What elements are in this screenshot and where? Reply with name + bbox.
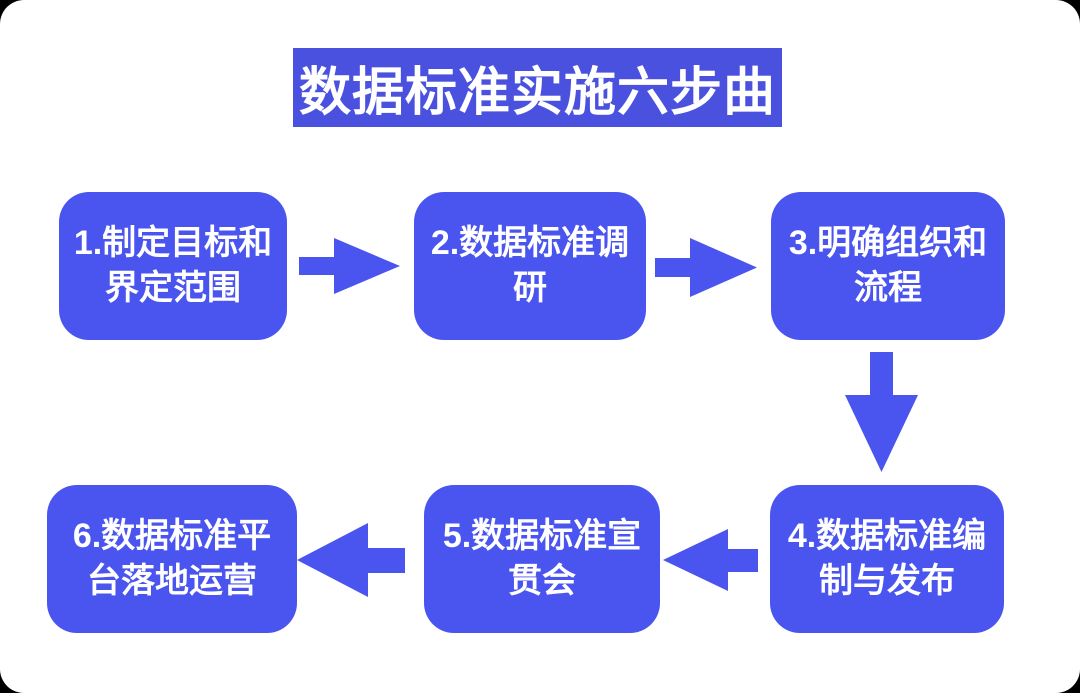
arrow-right-icon xyxy=(655,238,757,297)
step-1-line-2: 界定范围 xyxy=(105,269,241,307)
arrow-left-icon xyxy=(297,523,405,597)
step-4-line-1: 4.数据标准编 xyxy=(787,517,987,555)
diagram-title: 数据标准实施六步曲 xyxy=(293,48,782,127)
arrow-left-icon xyxy=(663,529,758,591)
step-3-line-2: 流程 xyxy=(854,269,922,307)
step-box-1: 1.制定目标和 界定范围 xyxy=(59,192,287,340)
step-box-3: 3.明确组织和 流程 xyxy=(771,192,1005,340)
step-2-line-1: 2.数据标准调 xyxy=(430,224,630,262)
step-box-6: 6.数据标准平 台落地运营 xyxy=(47,485,297,633)
step-1-line-1: 1.制定目标和 xyxy=(73,224,273,262)
step-6-line-2: 台落地运营 xyxy=(87,562,257,600)
arrow-down-icon xyxy=(845,352,918,472)
step-5-line-1: 5.数据标准宣 xyxy=(442,517,642,555)
step-box-5: 5.数据标准宣 贯会 xyxy=(424,485,660,633)
step-3-line-1: 3.明确组织和 xyxy=(788,224,988,262)
diagram-title-text: 数据标准实施六步曲 xyxy=(298,64,776,122)
step-box-2: 2.数据标准调 研 xyxy=(414,192,646,340)
step-box-4: 4.数据标准编 制与发布 xyxy=(770,485,1004,633)
step-6-line-1: 6.数据标准平 xyxy=(72,517,272,555)
step-2-line-2: 研 xyxy=(513,269,547,307)
step-4-line-2: 制与发布 xyxy=(819,562,955,600)
step-5-line-2: 贯会 xyxy=(508,562,576,600)
arrow-right-icon xyxy=(299,238,400,294)
